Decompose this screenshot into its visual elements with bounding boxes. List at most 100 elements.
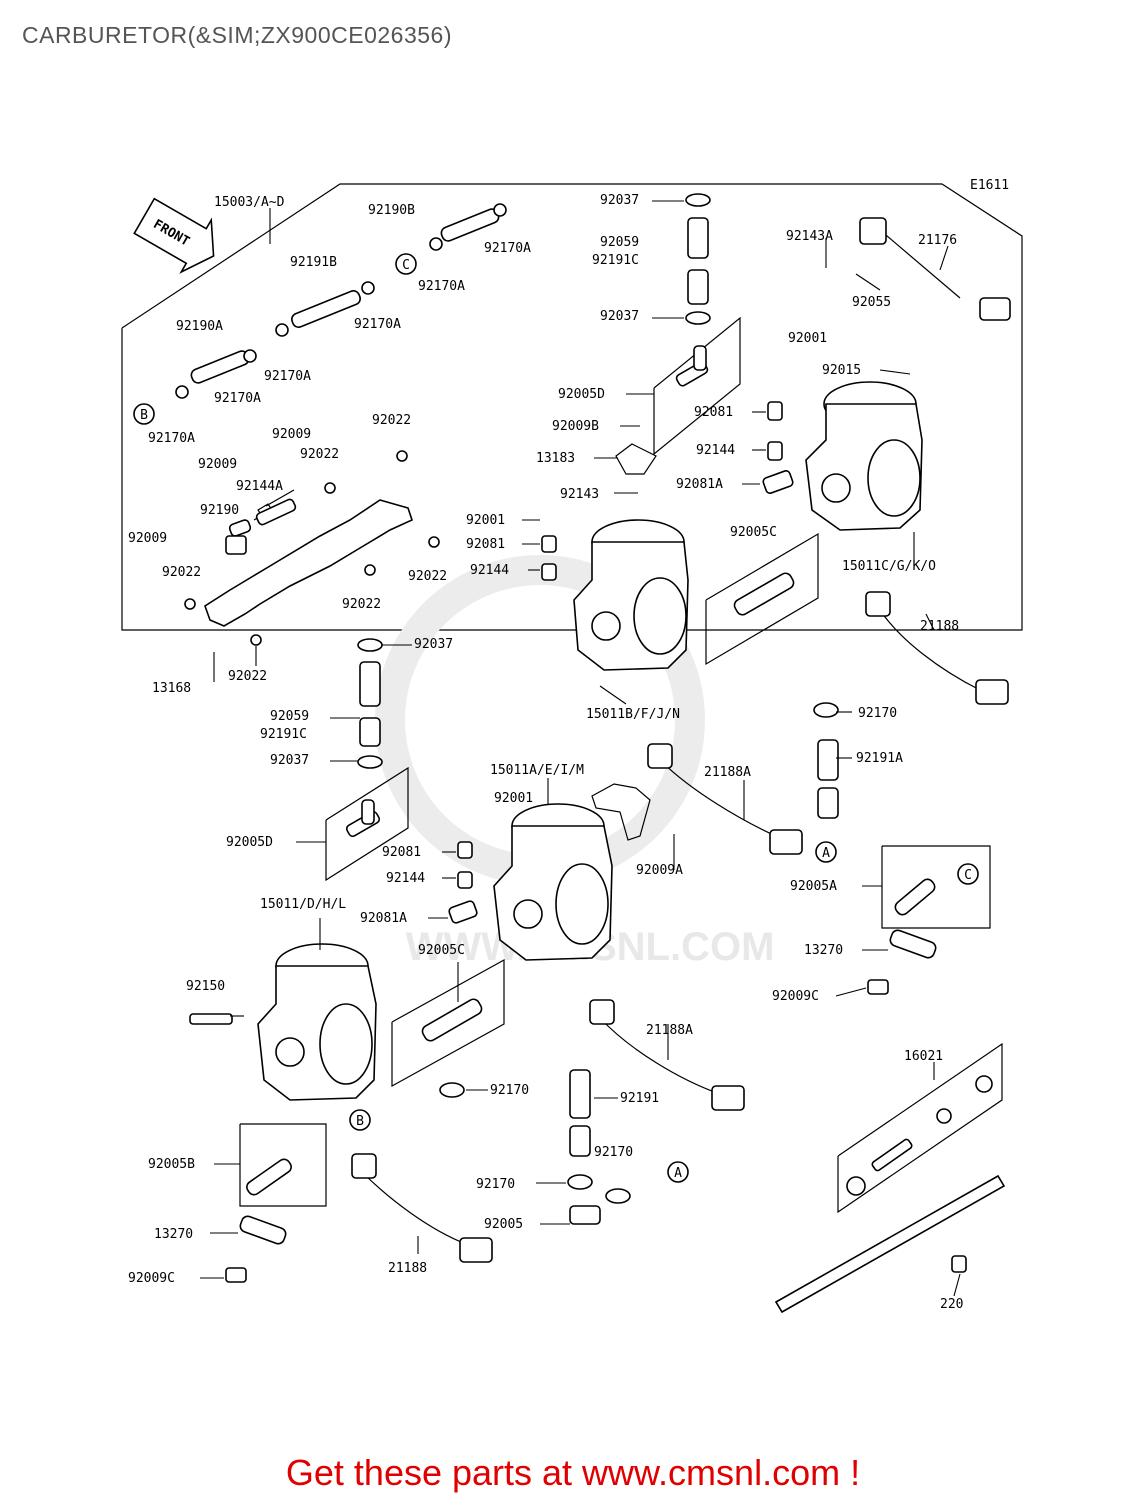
part-labels: 15003/A~D 92190B 92170A 92191B 92170A 92… bbox=[128, 193, 963, 1312]
part-label: 92144 bbox=[470, 563, 509, 578]
carburetor-rear-right bbox=[805, 381, 923, 531]
part-label: 13183 bbox=[536, 451, 575, 466]
part-label: 21176 bbox=[918, 233, 957, 248]
front-arrow-icon: FRONT bbox=[133, 197, 215, 274]
page-title: CARBURETOR(&SIM;ZX900CE026356) bbox=[22, 22, 452, 48]
small-hoses bbox=[439, 702, 839, 1225]
part-label: 92170A bbox=[484, 241, 531, 256]
part-label: 13168 bbox=[152, 681, 191, 696]
part-label: 92081A bbox=[360, 911, 407, 926]
vent-tubes bbox=[175, 203, 507, 399]
part-label: 92059 bbox=[270, 709, 309, 724]
part-label: 21188 bbox=[920, 619, 959, 634]
callout-a-1: A bbox=[815, 841, 837, 863]
part-label: 92170A bbox=[264, 369, 311, 384]
part-label: 92170A bbox=[418, 279, 465, 294]
part-label: 92009C bbox=[772, 989, 819, 1004]
part-label: 92009 bbox=[272, 427, 311, 442]
exploded-parts-diagram: WWW.CMSNL.COM FRONT E1611 bbox=[121, 178, 1023, 1314]
part-label: 92144 bbox=[386, 871, 425, 886]
part-label: 92081A bbox=[676, 477, 723, 492]
part-label: 92037 bbox=[414, 637, 453, 652]
part-label: 92144 bbox=[696, 443, 735, 458]
part-label: 92190A bbox=[176, 319, 223, 334]
part-label: 92191B bbox=[290, 255, 337, 270]
callout-label: A bbox=[674, 1166, 682, 1181]
part-label: 92005A bbox=[790, 879, 837, 894]
part-label: 92009A bbox=[636, 863, 683, 878]
part-label: 92037 bbox=[270, 753, 309, 768]
sensor-harnesses bbox=[351, 217, 1011, 1263]
part-label: 92081 bbox=[382, 845, 421, 860]
get-parts-link[interactable]: Get these parts at www.cmsnl.com ! bbox=[285, 1452, 861, 1493]
tee-fitting-upper bbox=[653, 193, 741, 456]
part-label: 92170 bbox=[490, 1083, 529, 1098]
part-label: 15011A/E/I/M bbox=[490, 763, 584, 778]
part-label: 92170 bbox=[858, 706, 897, 721]
carburetor-rear-left bbox=[573, 519, 689, 671]
part-label: 92170A bbox=[214, 391, 261, 406]
part-label: 15003/A~D bbox=[214, 195, 285, 210]
callout-c-1: C bbox=[395, 253, 417, 275]
part-label: 92190B bbox=[368, 203, 415, 218]
callout-b-1: B bbox=[133, 403, 155, 425]
part-label: 92005 bbox=[484, 1217, 523, 1232]
part-label: 92005C bbox=[418, 943, 465, 958]
part-label: 15011C/G/K/O bbox=[842, 559, 936, 574]
part-label: 92170A bbox=[354, 317, 401, 332]
part-label: 92015 bbox=[822, 363, 861, 378]
part-label: 92022 bbox=[372, 413, 411, 428]
part-label: 92037 bbox=[600, 193, 639, 208]
diagram-frame bbox=[121, 183, 1023, 631]
part-label: 92005D bbox=[226, 835, 273, 850]
part-label: 92001 bbox=[466, 513, 505, 528]
part-label: 92022 bbox=[300, 447, 339, 462]
part-label: 13270 bbox=[154, 1227, 193, 1242]
diagram-code: E1611 bbox=[970, 178, 1009, 193]
part-label: 92005C bbox=[730, 525, 777, 540]
part-label: 21188A bbox=[704, 765, 751, 780]
part-label: 92022 bbox=[342, 597, 381, 612]
part-label: 21188 bbox=[388, 1261, 427, 1276]
part-label: 220 bbox=[940, 1297, 963, 1312]
part-label: 92191C bbox=[260, 727, 307, 742]
part-label: 92022 bbox=[408, 569, 447, 584]
part-label: 21188A bbox=[646, 1023, 693, 1038]
callout-label: A bbox=[822, 846, 830, 861]
gauge-stick bbox=[774, 1174, 1006, 1314]
throttle-bracket bbox=[184, 450, 440, 646]
part-label: 92191A bbox=[856, 751, 903, 766]
part-label: 92190 bbox=[200, 503, 239, 518]
part-label: 92191C bbox=[592, 253, 639, 268]
callout-label: C bbox=[964, 868, 972, 883]
part-label: 92150 bbox=[186, 979, 225, 994]
part-label: 92005B bbox=[148, 1157, 195, 1172]
part-label: 15011/D/H/L bbox=[260, 897, 346, 912]
part-label: 92022 bbox=[162, 565, 201, 580]
clamps bbox=[225, 443, 937, 1283]
tee-fitting-middle bbox=[325, 638, 409, 882]
part-label: 92001 bbox=[494, 791, 533, 806]
part-label: 92022 bbox=[228, 669, 267, 684]
springs-screws bbox=[189, 401, 794, 1025]
callout-a-2: A bbox=[667, 1161, 689, 1183]
part-label: 92170 bbox=[594, 1145, 633, 1160]
part-label: 15011B/F/J/N bbox=[586, 707, 680, 722]
callout-label: B bbox=[356, 1114, 364, 1129]
part-label: 92191 bbox=[620, 1091, 659, 1106]
part-label: 92170A bbox=[148, 431, 195, 446]
pilot-screw-kit bbox=[837, 1042, 1003, 1214]
part-label: 92009 bbox=[128, 531, 167, 546]
callout-c-2: C bbox=[957, 863, 979, 885]
part-label: 92009 bbox=[198, 457, 237, 472]
part-label: 92009B bbox=[552, 419, 599, 434]
part-label: 92005D bbox=[558, 387, 605, 402]
part-label: 92143 bbox=[560, 487, 599, 502]
part-label: 92144A bbox=[236, 479, 283, 494]
part-label: 92001 bbox=[788, 331, 827, 346]
fuel-joint-pipes bbox=[239, 532, 991, 1207]
part-label: 92009C bbox=[128, 1271, 175, 1286]
callout-label: B bbox=[140, 408, 148, 423]
part-label: 92055 bbox=[852, 295, 891, 310]
leader-lines bbox=[200, 200, 961, 1297]
